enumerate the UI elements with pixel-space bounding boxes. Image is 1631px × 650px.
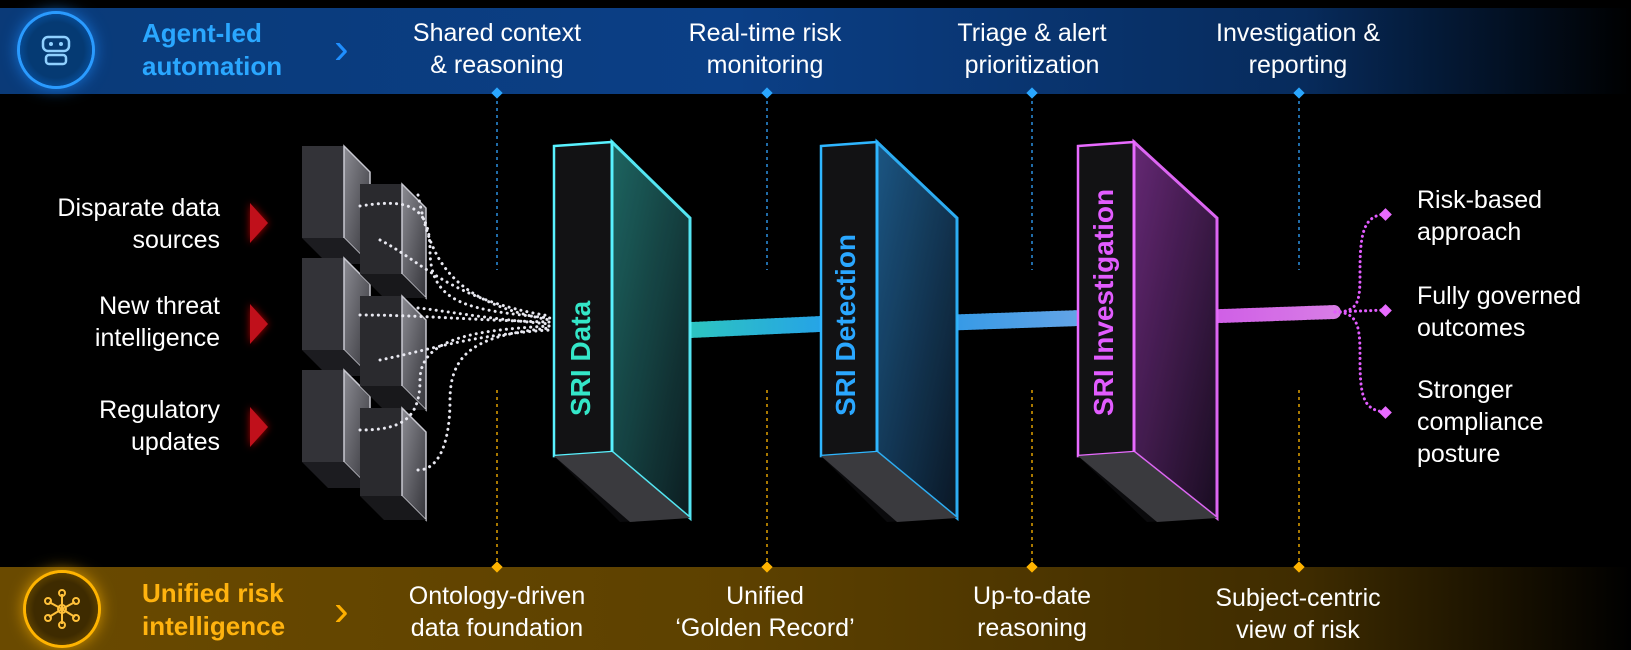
network-hub-icon [26,573,98,645]
outcome-compliance: Stronger compliance posture [1417,374,1543,470]
top-step-3-line2: prioritization [964,51,1100,79]
bottom-step-2-line1: Unified [726,582,804,610]
top-step-4-line2: reporting [1248,51,1348,79]
bottom-step-2: Unified ‘Golden Record’ [645,580,885,644]
bottom-step-4-line1: Subject-centric [1215,584,1381,612]
bottom-step-1: Ontology-driven data foundation [377,580,617,644]
bottom-step-1-line1: Ontology-driven [408,582,586,610]
arrow-right-icon [250,407,268,447]
top-step-3: Triage & alert prioritization [912,17,1152,81]
top-step-2-line2: monitoring [706,51,824,79]
input-threat-intel: New threat intelligence [0,290,220,354]
sri-detection-label: SRI Detection [830,234,861,416]
chevron-right-icon: › [334,586,349,635]
top-step-2: Real-time risk monitoring [645,17,885,81]
dotted-flow-lines [358,193,552,472]
bottom-step-3-line1: Up-to-date [972,582,1092,610]
sri-investigation-label: SRI Investigation [1088,189,1119,416]
outcome-fully-governed: Fully governed outcomes [1417,280,1581,344]
outcome-3-line3: posture [1417,440,1501,468]
bottom-step-2-line2: ‘Golden Record’ [675,614,855,642]
arrow-right-icon [250,203,268,243]
agent-led-automation-band [0,8,1631,94]
input-3-line1: Regulatory [99,396,220,424]
input-1-line1: Disparate data [57,194,220,222]
chevron-right-icon: › [334,24,349,73]
input-3-line2: updates [131,428,220,456]
outcome-risk-based: Risk-based approach [1417,184,1542,248]
top-step-3-line1: Triage & alert [957,19,1107,47]
sri-detection-panel [819,138,959,522]
input-regulatory: Regulatory updates [0,394,220,458]
outcome-1-line1: Risk-based [1417,186,1543,214]
top-band-title-line2: automation [142,51,283,81]
top-step-4: Investigation & reporting [1178,17,1418,81]
input-2-line2: intelligence [94,324,220,352]
bottom-step-4-line2: view of risk [1236,616,1360,644]
outcome-3-line1: Stronger [1417,376,1513,404]
bottom-band-title: Unified risk intelligence [142,577,285,643]
data-source-cubes [302,144,427,522]
outcome-2-line1: Fully governed [1417,282,1581,310]
top-band-title-line1: Agent-led [142,18,262,48]
output-branches [1333,212,1387,414]
outcome-3-line2: compliance [1417,408,1544,436]
bottom-step-1-line2: data foundation [410,614,584,642]
outcome-2-line2: outcomes [1417,314,1526,342]
sri-data-label: SRI Data [565,300,596,416]
sri-data-panel [552,138,692,522]
top-step-1: Shared context & reasoning [377,17,617,81]
arrow-right-icon [250,304,268,344]
bottom-band-title-line1: Unified risk [142,578,284,608]
bottom-step-3: Up-to-date reasoning [912,580,1152,644]
input-1-line2: sources [132,226,220,254]
top-step-1-line2: & reasoning [430,51,564,79]
top-step-1-line1: Shared context [412,19,582,47]
sri-investigation-panel [1076,138,1219,522]
top-band-title: Agent-led automation [142,17,282,83]
top-step-4-line1: Investigation & [1216,19,1380,47]
robot-icon [20,14,92,86]
outcome-1-line2: approach [1417,218,1522,246]
input-disparate-data: Disparate data sources [0,192,220,256]
bottom-step-4: Subject-centric view of risk [1178,582,1418,646]
bottom-step-3-line2: reasoning [977,614,1087,642]
input-2-line1: New threat [99,292,220,320]
bottom-band-title-line2: intelligence [142,611,286,641]
top-step-2-line1: Real-time risk [688,19,842,47]
unified-risk-intelligence-band [0,567,1631,650]
